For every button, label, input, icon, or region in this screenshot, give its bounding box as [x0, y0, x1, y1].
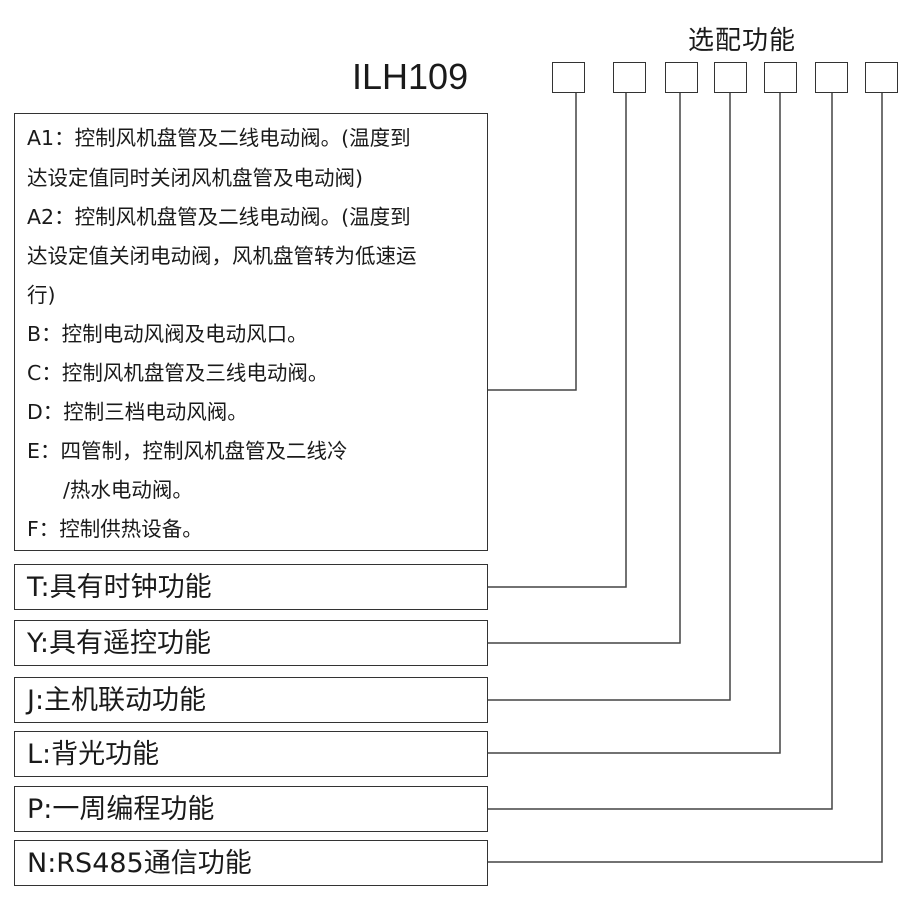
- feature-label: N:RS485通信功能: [27, 848, 252, 879]
- control-option-line: E：四管制，控制风机盘管及二线冷: [27, 439, 348, 463]
- feature-box-l: L:背光功能: [14, 731, 488, 777]
- control-option-line: 达设定值同时关闭风机盘管及电动阀): [27, 166, 363, 190]
- connector-control-options: [488, 91, 577, 391]
- code-slot-n: [865, 62, 898, 93]
- model-number: ILH109: [352, 56, 469, 97]
- code-slot-l: [764, 62, 797, 93]
- connector-feature-n: [488, 91, 883, 863]
- code-slot-p: [815, 62, 848, 93]
- control-option-line: A1：控制风机盘管及二线电动阀。(温度到: [27, 126, 411, 150]
- feature-box-n: N:RS485通信功能: [14, 840, 488, 886]
- control-option-line: /热水电动阀。: [63, 478, 193, 502]
- control-option-line: B：控制电动风阀及电动风口。: [27, 322, 308, 346]
- control-option-line: 达设定值关闭电动阀，风机盘管转为低速运: [27, 244, 417, 268]
- code-slot-t: [613, 62, 646, 93]
- connector-feature-p: [488, 91, 833, 810]
- code-slot-control: [552, 62, 585, 93]
- connector-feature-l: [488, 91, 781, 754]
- feature-box-p: P:一周编程功能: [14, 786, 488, 832]
- feature-label: T:具有时钟功能: [27, 572, 212, 603]
- control-option-line: C：控制风机盘管及三线电动阀。: [27, 361, 329, 385]
- control-options-box: A1：控制风机盘管及二线电动阀。(温度到 达设定值同时关闭风机盘管及电动阀) A…: [14, 113, 488, 551]
- connector-feature-y: [488, 91, 681, 644]
- code-slot-y: [665, 62, 698, 93]
- feature-label: Y:具有遥控功能: [27, 628, 212, 659]
- control-option-line: D：控制三档电动风阀。: [27, 400, 248, 424]
- control-option-line: F：控制供热设备。: [27, 517, 203, 541]
- control-option-line: A2：控制风机盘管及二线电动阀。(温度到: [27, 205, 411, 229]
- feature-box-y: Y:具有遥控功能: [14, 620, 488, 666]
- feature-label: P:一周编程功能: [27, 794, 215, 825]
- feature-box-j: J:主机联动功能: [14, 677, 488, 723]
- optional-features-label: 选配功能: [688, 26, 797, 56]
- feature-box-t: T:具有时钟功能: [14, 564, 488, 610]
- connector-feature-t: [488, 91, 627, 588]
- feature-label: L:背光功能: [27, 739, 160, 770]
- connector-feature-j: [488, 91, 731, 701]
- feature-label: J:主机联动功能: [27, 685, 207, 716]
- control-option-line: 行): [27, 283, 56, 307]
- code-slot-j: [714, 62, 747, 93]
